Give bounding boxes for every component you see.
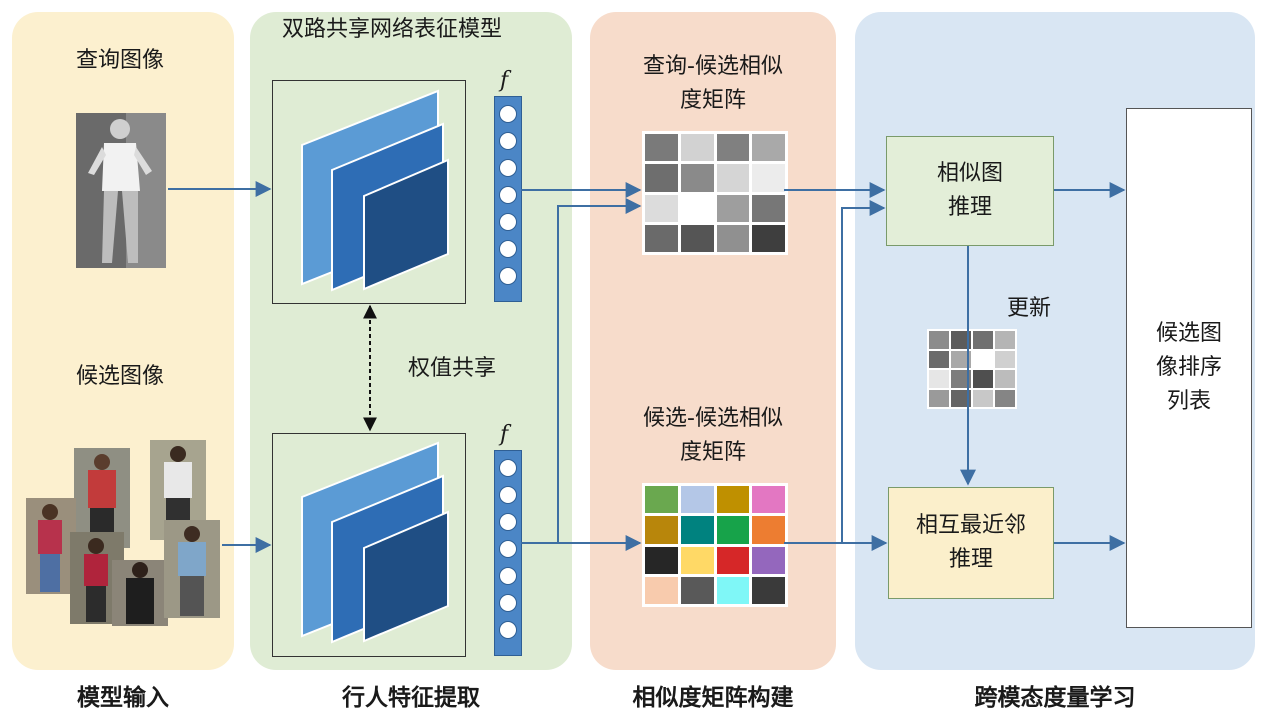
matrix-cell bbox=[752, 576, 785, 604]
matrix-cell bbox=[645, 134, 678, 162]
matrix-cell bbox=[973, 370, 993, 388]
section-label-input: 模型输入 bbox=[77, 685, 169, 711]
matrix-cell bbox=[973, 350, 993, 368]
matrix-cell bbox=[716, 164, 750, 192]
matrix-cell bbox=[752, 224, 785, 252]
qc-similarity-matrix bbox=[642, 131, 788, 255]
query-image-label: 查询图像 bbox=[75, 48, 164, 73]
qc-matrix-label: 查询-候选相似度矩阵 bbox=[643, 54, 783, 113]
candidate-image-label: 候选图像 bbox=[75, 364, 164, 389]
matrix-cell bbox=[680, 194, 714, 222]
graph-reasoning-box: 相似图推理 bbox=[886, 136, 1054, 246]
lower-feature-symbol: f bbox=[500, 422, 509, 447]
matrix-cell bbox=[716, 134, 750, 162]
matrix-cell bbox=[973, 331, 993, 349]
matrix-cell bbox=[752, 194, 785, 222]
matrix-cell bbox=[645, 486, 678, 514]
matrix-cell bbox=[680, 516, 714, 544]
matrix-cell bbox=[645, 576, 678, 604]
matrix-cell bbox=[973, 389, 993, 407]
lower-feature-vector bbox=[494, 450, 522, 656]
matrix-cell bbox=[645, 516, 678, 544]
matrix-cell bbox=[680, 486, 714, 514]
matrix-cell bbox=[929, 331, 949, 349]
upper-network-box bbox=[272, 80, 466, 304]
matrix-cell bbox=[716, 194, 750, 222]
matrix-cell bbox=[951, 331, 971, 349]
knn-reasoning-box: 相互最近邻推理 bbox=[888, 487, 1054, 599]
matrix-cell bbox=[645, 546, 678, 574]
matrix-cell bbox=[680, 546, 714, 574]
lower-cnn-icon bbox=[301, 441, 449, 644]
matrix-cell bbox=[680, 134, 714, 162]
candidate-images bbox=[22, 436, 222, 626]
matrix-cell bbox=[716, 546, 750, 574]
update-label: 更新 bbox=[1006, 296, 1051, 321]
knn-reasoning-label: 相互最近邻推理 bbox=[916, 513, 1027, 572]
matrix-cell bbox=[680, 576, 714, 604]
section-label-feature: 行人特征提取 bbox=[342, 685, 480, 711]
matrix-cell bbox=[645, 224, 678, 252]
updated-similarity-matrix bbox=[927, 329, 1017, 409]
matrix-cell bbox=[995, 389, 1015, 407]
upper-feature-symbol: f bbox=[500, 68, 509, 93]
matrix-cell bbox=[929, 350, 949, 368]
upper-cnn-icon bbox=[301, 89, 449, 292]
matrix-cell bbox=[645, 164, 678, 192]
query-image bbox=[76, 113, 166, 268]
matrix-cell bbox=[752, 164, 785, 192]
matrix-cell bbox=[752, 134, 785, 162]
graph-reasoning-label: 相似图推理 bbox=[936, 161, 1003, 220]
cc-similarity-matrix bbox=[642, 483, 788, 607]
matrix-cell bbox=[951, 370, 971, 388]
matrix-cell bbox=[716, 516, 750, 544]
matrix-cell bbox=[951, 350, 971, 368]
section-label-matrix: 相似度矩阵构建 bbox=[632, 685, 794, 711]
upper-feature-vector bbox=[494, 96, 522, 302]
matrix-cell bbox=[680, 164, 714, 192]
lower-network-box bbox=[272, 433, 466, 657]
weight-sharing-label: 权值共享 bbox=[407, 356, 496, 381]
matrix-cell bbox=[716, 224, 750, 252]
matrix-cell bbox=[929, 370, 949, 388]
cc-matrix-label: 候选-候选相似度矩阵 bbox=[643, 406, 783, 465]
ranking-list-label: 候选图像排序列表 bbox=[1155, 321, 1222, 414]
matrix-cell bbox=[995, 350, 1015, 368]
matrix-cell bbox=[752, 546, 785, 574]
matrix-cell bbox=[716, 486, 750, 514]
matrix-cell bbox=[995, 370, 1015, 388]
ranking-list-box: 候选图像排序列表 bbox=[1126, 108, 1252, 628]
matrix-cell bbox=[752, 486, 785, 514]
model-title: 双路共享网络表征模型 bbox=[281, 17, 502, 42]
matrix-cell bbox=[995, 331, 1015, 349]
matrix-cell bbox=[752, 516, 785, 544]
matrix-cell bbox=[716, 576, 750, 604]
matrix-cell bbox=[929, 389, 949, 407]
matrix-cell bbox=[680, 224, 714, 252]
matrix-cell bbox=[951, 389, 971, 407]
matrix-cell bbox=[645, 194, 678, 222]
section-label-metric: 跨模态度量学习 bbox=[974, 685, 1136, 711]
